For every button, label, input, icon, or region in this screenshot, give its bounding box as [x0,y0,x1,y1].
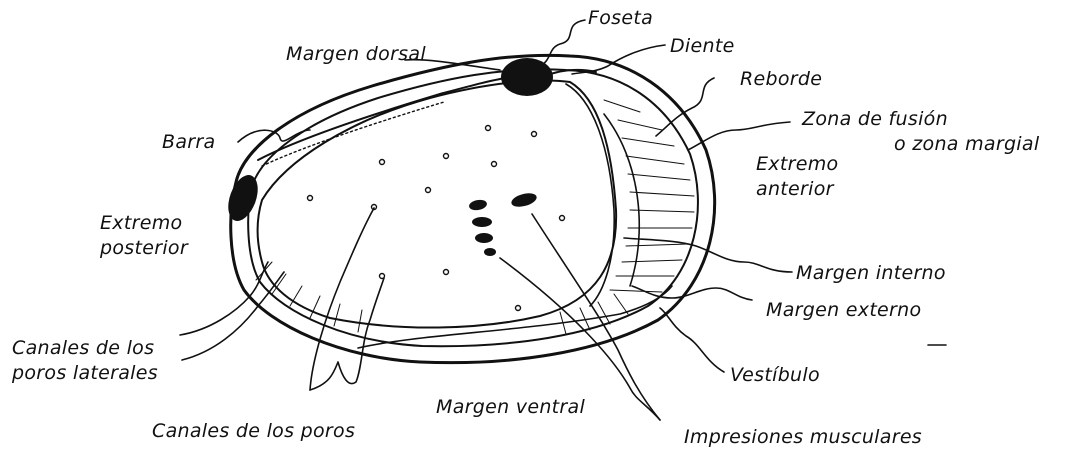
label-reborde: Reborde [740,68,822,90]
normal-pores [308,126,565,311]
label-margen-externo: Margen externo [766,299,921,321]
label-extremo-posterior-line1: Extremo [100,212,182,234]
label-foseta: Foseta [588,7,653,29]
label-extremo-anterior-line1: Extremo [756,153,838,175]
inner-margin [258,81,617,328]
hinge-bar-dots [262,102,444,166]
label-margen-interno: Margen interno [796,262,946,284]
muscle-scars [468,191,538,256]
label-extremo-anterior-line2: anterior [756,178,834,200]
label-zona-fusion-line1: Zona de fusión [802,108,948,130]
label-barra: Barra [162,131,215,153]
label-margen-dorsal: Margen dorsal [286,43,426,65]
label-margen-ventral: Margen ventral [436,396,585,418]
label-extremo-posterior-line2: posterior [100,237,188,259]
label-vestibulo: Vestíbulo [730,364,820,386]
label-zona-fusion-line2: o zona margial [894,133,1039,155]
ventral-radial-canals [256,262,628,334]
label-impresiones-musculares: Impresiones musculares [684,426,922,448]
posterior-patch [223,171,264,225]
label-canales-laterales-line1: Canales de los [12,337,154,359]
label-canales-poros: Canales de los poros [152,420,355,442]
hinge-socket [501,58,553,96]
label-canales-laterales-line2: poros laterales [12,362,158,384]
anterior-radial-canals [604,100,694,292]
label-diente: Diente [670,35,735,57]
